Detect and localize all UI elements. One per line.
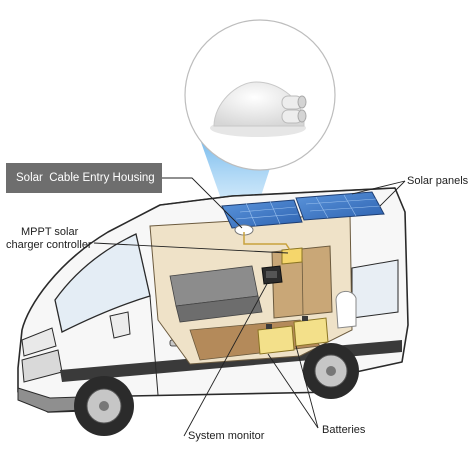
solar-panels-label: Solar panels: [407, 175, 469, 187]
leader-battery-a: [295, 345, 319, 429]
mppt-label-line2: charger controller: [6, 239, 92, 251]
mppt-label-line1: MPPT solar: [21, 226, 79, 238]
batteries-label: Batteries: [322, 424, 366, 436]
mppt-controller-icon: [281, 247, 303, 265]
front-wheel: [74, 376, 134, 436]
cable-entry-housing-icon: [210, 81, 307, 137]
cable-entry-housing-label: Solar Cable Entry Housing: [6, 163, 162, 193]
leader-monitor: [183, 281, 269, 437]
system-monitor-icon: [261, 265, 283, 285]
leader-lines: [93, 177, 406, 437]
leader-housing: [160, 177, 243, 229]
rear-wheel: [303, 343, 359, 399]
system-monitor-label: System monitor: [188, 430, 265, 442]
leader-solar-b: [379, 180, 406, 207]
leader-mppt: [93, 242, 289, 254]
solar-panels-icon: [221, 191, 385, 229]
batteries-icon: [257, 316, 329, 355]
cable: [243, 232, 291, 251]
leader-solar-a: [351, 180, 406, 195]
leader-battery-b: [267, 353, 319, 429]
